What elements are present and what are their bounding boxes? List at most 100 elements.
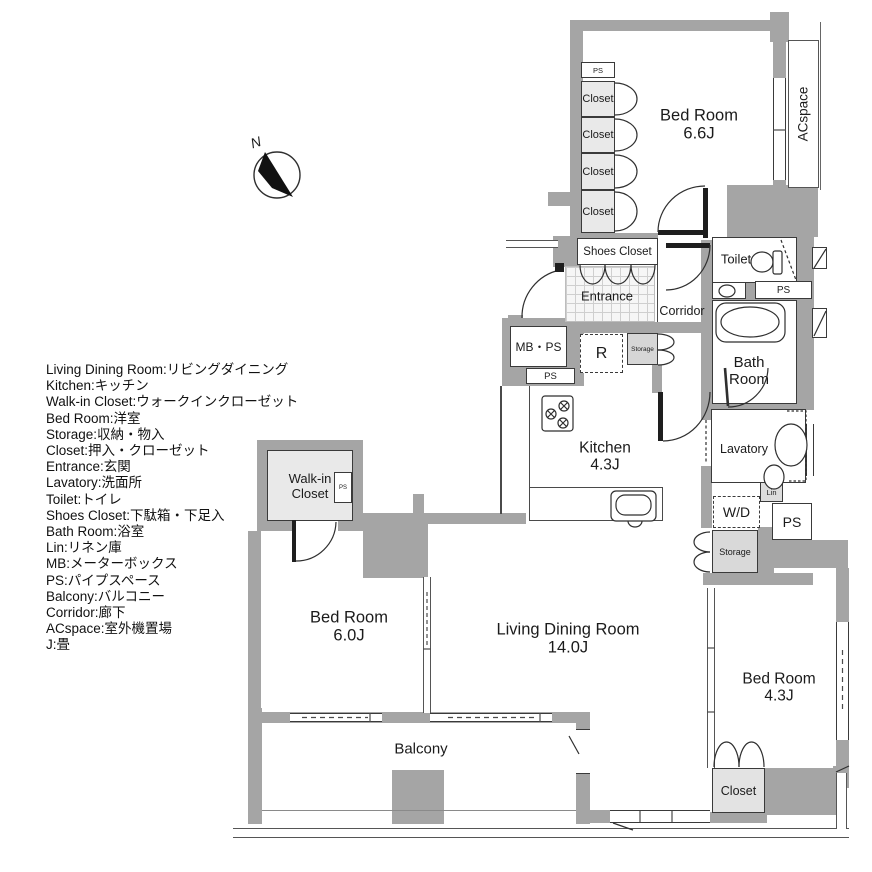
- storage-box: Storage: [712, 530, 758, 573]
- closet-box: Closet: [581, 81, 615, 117]
- legend-item: Storage:収納・物入: [46, 426, 165, 442]
- storage-label: Storage: [719, 546, 751, 557]
- wall: [797, 300, 814, 410]
- ps-label: PS: [544, 370, 557, 382]
- wall: [765, 768, 838, 815]
- legend-item: Balcony:バルコニー: [46, 588, 166, 604]
- door-arc: [693, 531, 711, 573]
- balcony-outer-line: [233, 828, 849, 838]
- ps-box: PS: [772, 503, 812, 540]
- balcony-pillar: [392, 770, 444, 824]
- closet-label: Closet: [582, 93, 614, 105]
- legend-item: Shoes Closet:下駄箱・下足入: [46, 507, 225, 523]
- legend-item: Corridor:廊下: [46, 605, 126, 621]
- wall: [548, 192, 570, 206]
- wall: [773, 20, 786, 78]
- kitchen-counter-line: [529, 386, 530, 487]
- closet-box: Closet: [712, 768, 765, 813]
- ps-box: PS: [755, 281, 812, 299]
- door-arc: [713, 741, 765, 768]
- legend-item: Bed Room:洋室: [46, 410, 141, 426]
- shoes-closet-label: Shoes Closet: [583, 245, 652, 258]
- legend-item: J:畳: [46, 637, 71, 653]
- window-vent: [812, 308, 827, 338]
- window: [610, 810, 710, 823]
- legend-item: Lavatory:洗面所: [46, 475, 143, 491]
- wall: [772, 540, 848, 568]
- legend-item: Kitchen:キッチン: [46, 378, 149, 394]
- ledge-line: [506, 240, 558, 248]
- window: [290, 713, 382, 722]
- refrigerator-space: R: [580, 334, 623, 373]
- partition-wall: [423, 577, 431, 713]
- closet-label: Closet: [720, 783, 757, 798]
- closet-box: Closet: [581, 153, 615, 190]
- legend-item: Walk-in Closet:ウォークインクローゼット: [46, 394, 299, 410]
- window: [806, 424, 814, 476]
- compass-icon: [253, 151, 301, 199]
- legend-item: Bath Room:浴室: [46, 524, 145, 540]
- legend-item: ACspace:室外機置場: [46, 621, 173, 637]
- ps-label: PS: [782, 513, 802, 530]
- boundary-line: [500, 386, 502, 514]
- outer-edge-line: [820, 22, 821, 190]
- ps-box: PS: [334, 472, 352, 503]
- legend: Living Dining Room:リビングダイニング Kitchen:キッチ…: [46, 362, 298, 654]
- legend-item: Entrance:玄関: [46, 459, 131, 475]
- toilet-label: Toilet: [720, 251, 752, 267]
- wall: [571, 233, 658, 241]
- legend-item: Lin:リネン庫: [46, 540, 122, 556]
- washer-dryer-box: W/D: [713, 496, 760, 528]
- wall: [577, 322, 703, 333]
- closet-label: Closet: [582, 165, 614, 178]
- mb-ps-label: MB・PS: [515, 340, 562, 354]
- acspace-label: ACspace: [795, 86, 811, 142]
- ps-box: PS: [526, 368, 575, 384]
- wall: [836, 568, 849, 622]
- legend-item: PS:パイプスペース: [46, 572, 161, 588]
- wall: [248, 708, 262, 824]
- wall: [652, 365, 662, 393]
- ps-label: PS: [592, 65, 603, 75]
- window: [773, 78, 786, 180]
- wall: [413, 494, 424, 518]
- legend-item: MB:メーターボックス: [46, 556, 178, 572]
- corridor-label: Corridor: [659, 304, 705, 318]
- linen-box: Lin: [760, 482, 783, 502]
- partition-wall: [707, 588, 715, 768]
- storage-box: Storage: [627, 333, 658, 365]
- lavatory-label: Lavatory: [720, 442, 768, 456]
- legend-item: Closet:押入・クローゼット: [46, 443, 210, 459]
- ps-label: PS: [776, 284, 791, 296]
- wall: [701, 285, 712, 410]
- closet-box: Closet: [581, 117, 615, 153]
- washer-dryer-label: W/D: [722, 504, 751, 520]
- entrance-label: Entrance: [580, 288, 634, 304]
- shoes-closet-box: Shoes Closet: [577, 238, 658, 265]
- north-arrow-icon: [258, 152, 293, 197]
- linen-label: Lin: [766, 487, 777, 497]
- stove-icon: [541, 395, 574, 432]
- wall: [363, 518, 428, 578]
- wall: [703, 188, 708, 238]
- window-vent: [812, 247, 827, 269]
- kitchen-counter: [529, 487, 663, 521]
- window: [430, 713, 552, 722]
- wall: [362, 513, 526, 524]
- window: [836, 622, 849, 740]
- wall: [701, 240, 712, 285]
- mb-ps-box: MB・PS: [510, 326, 567, 367]
- door-arc: [657, 333, 675, 366]
- wall: [758, 527, 774, 575]
- entrance-door: [521, 263, 564, 319]
- legend-item: Toilet:トイレ: [46, 491, 122, 507]
- north-label: N: [248, 133, 264, 152]
- acspace-box: [788, 40, 819, 188]
- door-opening: [296, 520, 338, 531]
